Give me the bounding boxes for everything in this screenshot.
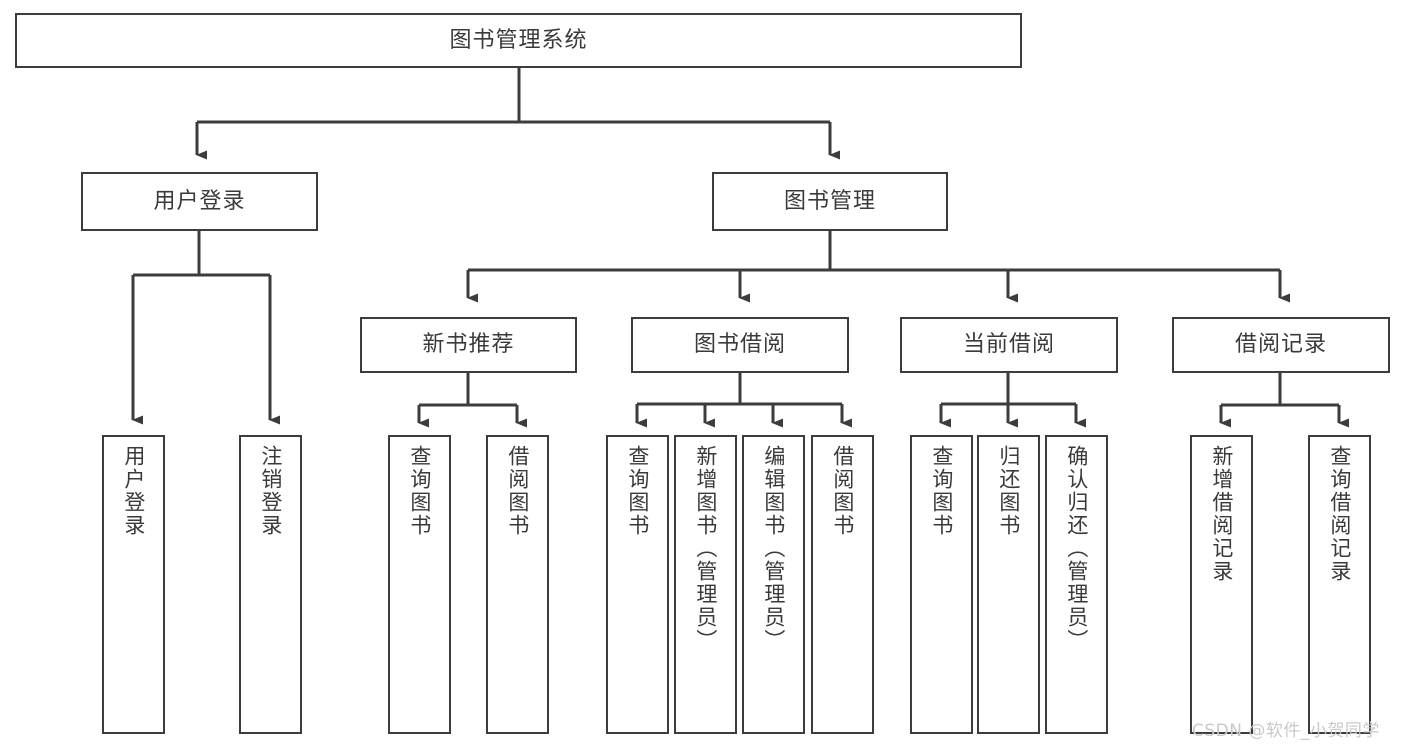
node-new-book-rec-label: 新书推荐: [422, 332, 515, 358]
node-leaf-borrow-book-2-label: 借阅图书: [830, 445, 855, 537]
node-current-borrow[interactable]: 当前借阅: [900, 317, 1118, 373]
node-borrow-record[interactable]: 借阅记录: [1172, 317, 1390, 373]
node-leaf-edit-book[interactable]: 编辑图书（管理员）: [742, 435, 805, 734]
node-leaf-confirm-return-label: 确认归还（管理员）: [1064, 445, 1089, 652]
node-borrow-record-label: 借阅记录: [1234, 332, 1327, 358]
node-book-borrow[interactable]: 图书借阅: [631, 317, 849, 373]
node-user-login-label: 用户登录: [153, 188, 246, 214]
node-leaf-query-book-2-label: 查询图书: [625, 445, 650, 537]
node-root[interactable]: 图书管理系统: [15, 13, 1022, 68]
node-leaf-query-book-2[interactable]: 查询图书: [606, 435, 669, 734]
node-leaf-logout-login[interactable]: 注销登录: [239, 435, 302, 734]
node-leaf-return-book-label: 归还图书: [996, 445, 1021, 537]
node-book-manage[interactable]: 图书管理: [712, 172, 948, 231]
node-leaf-user-login-label: 用户登录: [121, 445, 146, 537]
node-leaf-query-record[interactable]: 查询借阅记录: [1308, 435, 1371, 734]
node-book-borrow-label: 图书借阅: [693, 332, 786, 358]
node-leaf-query-book-1-label: 查询图书: [407, 445, 432, 537]
node-leaf-return-book[interactable]: 归还图书: [977, 435, 1040, 734]
node-leaf-borrow-book-1[interactable]: 借阅图书: [486, 435, 549, 734]
node-leaf-add-book-label: 新增图书（管理员）: [693, 445, 718, 652]
node-leaf-confirm-return[interactable]: 确认归还（管理员）: [1045, 435, 1108, 734]
node-leaf-add-book[interactable]: 新增图书（管理员）: [674, 435, 737, 734]
node-leaf-add-record-label: 新增借阅记录: [1209, 445, 1234, 583]
node-book-manage-label: 图书管理: [783, 188, 876, 214]
node-leaf-borrow-book-1-label: 借阅图书: [505, 445, 530, 537]
node-leaf-query-book-1[interactable]: 查询图书: [388, 435, 451, 734]
node-root-label: 图书管理系统: [449, 27, 588, 53]
node-leaf-edit-book-label: 编辑图书（管理员）: [761, 445, 786, 652]
node-leaf-borrow-book-2[interactable]: 借阅图书: [811, 435, 874, 734]
node-leaf-query-book-3[interactable]: 查询图书: [910, 435, 973, 734]
node-new-book-rec[interactable]: 新书推荐: [360, 317, 577, 373]
node-leaf-user-login[interactable]: 用户登录: [102, 435, 165, 734]
node-leaf-add-record[interactable]: 新增借阅记录: [1190, 435, 1253, 734]
node-leaf-query-book-3-label: 查询图书: [929, 445, 954, 537]
node-leaf-query-record-label: 查询借阅记录: [1327, 445, 1352, 583]
node-user-login[interactable]: 用户登录: [81, 172, 318, 231]
csdn-watermark: CSDN @软件_小贺同学: [1192, 721, 1380, 741]
node-current-borrow-label: 当前借阅: [962, 332, 1055, 358]
node-leaf-logout-login-label: 注销登录: [258, 445, 283, 537]
